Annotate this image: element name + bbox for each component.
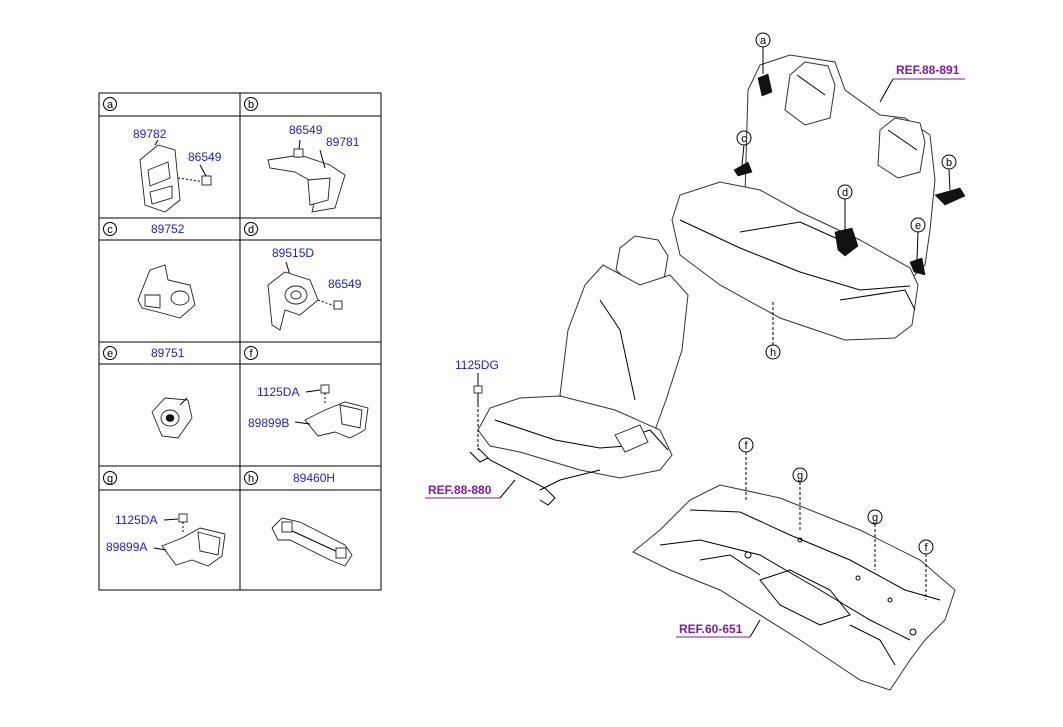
part-number[interactable]: 89781 — [326, 135, 360, 149]
legend-cell-e: e 89751 — [103, 346, 193, 439]
bracket-illustration — [139, 139, 212, 213]
cell-letter: c — [107, 224, 113, 236]
bracket-illustration — [267, 139, 346, 213]
cell-letter: f — [249, 348, 253, 360]
rear-seat-assembly: a b c d e h REF.88-89 — [671, 32, 966, 360]
svg-text:a: a — [760, 35, 767, 47]
ref-label-floor-panel[interactable]: REF.60-651 — [676, 619, 761, 638]
bracket-illustration — [153, 513, 226, 567]
bracket-illustration — [294, 384, 369, 439]
legend-cell-h: h 89460H — [244, 471, 353, 567]
ref-label-front-seat[interactable]: REF.88-880 — [425, 479, 516, 499]
bolt-1125DG: 1125DG — [455, 358, 499, 450]
rear-callout-c: c — [736, 130, 752, 166]
rear-callout-b: b — [941, 154, 957, 191]
legend-cell-g: g 1125DA 89899A — [103, 471, 226, 567]
bracket-illustration — [137, 264, 196, 319]
bracket-illustration — [271, 517, 353, 567]
part-number[interactable]: 1125DA — [115, 513, 157, 527]
cell-letter: d — [248, 224, 254, 236]
legend-cell-b: b 86549 89781 — [244, 97, 360, 213]
part-number[interactable]: 86549 — [328, 277, 362, 291]
svg-text:c: c — [741, 133, 747, 145]
ref-label-rear-seat[interactable]: REF.88-891 — [879, 63, 965, 103]
rear-part-a — [757, 73, 773, 97]
rear-part-b — [934, 187, 966, 206]
rear-part-d — [834, 227, 859, 257]
svg-text:g: g — [797, 470, 803, 482]
cell-letter: a — [107, 99, 114, 111]
rear-callout-h: h — [765, 300, 781, 360]
floor-panel-assembly: f g g f REF.60-651 — [632, 437, 956, 691]
svg-text:h: h — [770, 347, 776, 359]
svg-text:f: f — [924, 542, 928, 554]
rear-callout-e: e — [910, 217, 926, 261]
floor-callout-f-right: f — [918, 539, 934, 600]
rear-part-c — [733, 161, 753, 177]
legend-cell-d: d 89515D 86549 — [244, 222, 362, 331]
svg-text:g: g — [872, 512, 878, 524]
floor-callout-f-left: f — [738, 437, 754, 500]
legend-table: a 89782 86549 b 86549 89781 — [98, 92, 382, 591]
bracket-illustration — [151, 397, 193, 439]
svg-text:REF.88-891[interactable]: REF.88-891 — [896, 63, 960, 77]
svg-text:REF.60-651[interactable]: REF.60-651 — [679, 622, 743, 636]
bracket-illustration — [267, 261, 343, 331]
part-number[interactable]: 89899A — [106, 540, 147, 554]
part-number[interactable]: 1125DA — [257, 385, 299, 399]
part-number[interactable]: 86549 — [188, 150, 222, 164]
legend-cell-f: f 1125DA 89899B — [244, 346, 369, 439]
rear-callout-d: d — [837, 184, 853, 230]
part-number[interactable]: 1125DG — [455, 358, 499, 372]
rear-part-e — [909, 257, 926, 276]
cell-letter: b — [248, 99, 254, 111]
cell-letter: h — [248, 473, 254, 485]
part-number[interactable]: 89515D — [272, 246, 314, 260]
floor-callout-g-right: g — [867, 509, 883, 570]
part-number[interactable]: 89752 — [151, 222, 185, 236]
floor-callout-g-left: g — [792, 467, 808, 530]
svg-text:e: e — [915, 220, 921, 232]
part-number[interactable]: 89460H — [293, 471, 335, 485]
part-number[interactable]: 89899B — [248, 416, 289, 430]
part-number[interactable]: 89782 — [133, 127, 167, 141]
cell-letter: e — [107, 348, 113, 360]
svg-text:d: d — [842, 187, 848, 199]
cell-letter: g — [107, 473, 113, 485]
svg-text:b: b — [946, 157, 952, 169]
legend-cell-c: c 89752 — [103, 222, 196, 319]
legend-cell-a: a 89782 86549 — [103, 97, 222, 213]
front-seat-assembly: 1125DG REF.88-880 — [425, 235, 689, 506]
svg-text:REF.88-880[interactable]: REF.88-880 — [428, 483, 492, 497]
rear-callout-a: a — [755, 32, 771, 74]
svg-text:f: f — [744, 440, 748, 452]
part-number[interactable]: 86549 — [289, 123, 323, 137]
part-number[interactable]: 89751 — [151, 346, 185, 360]
